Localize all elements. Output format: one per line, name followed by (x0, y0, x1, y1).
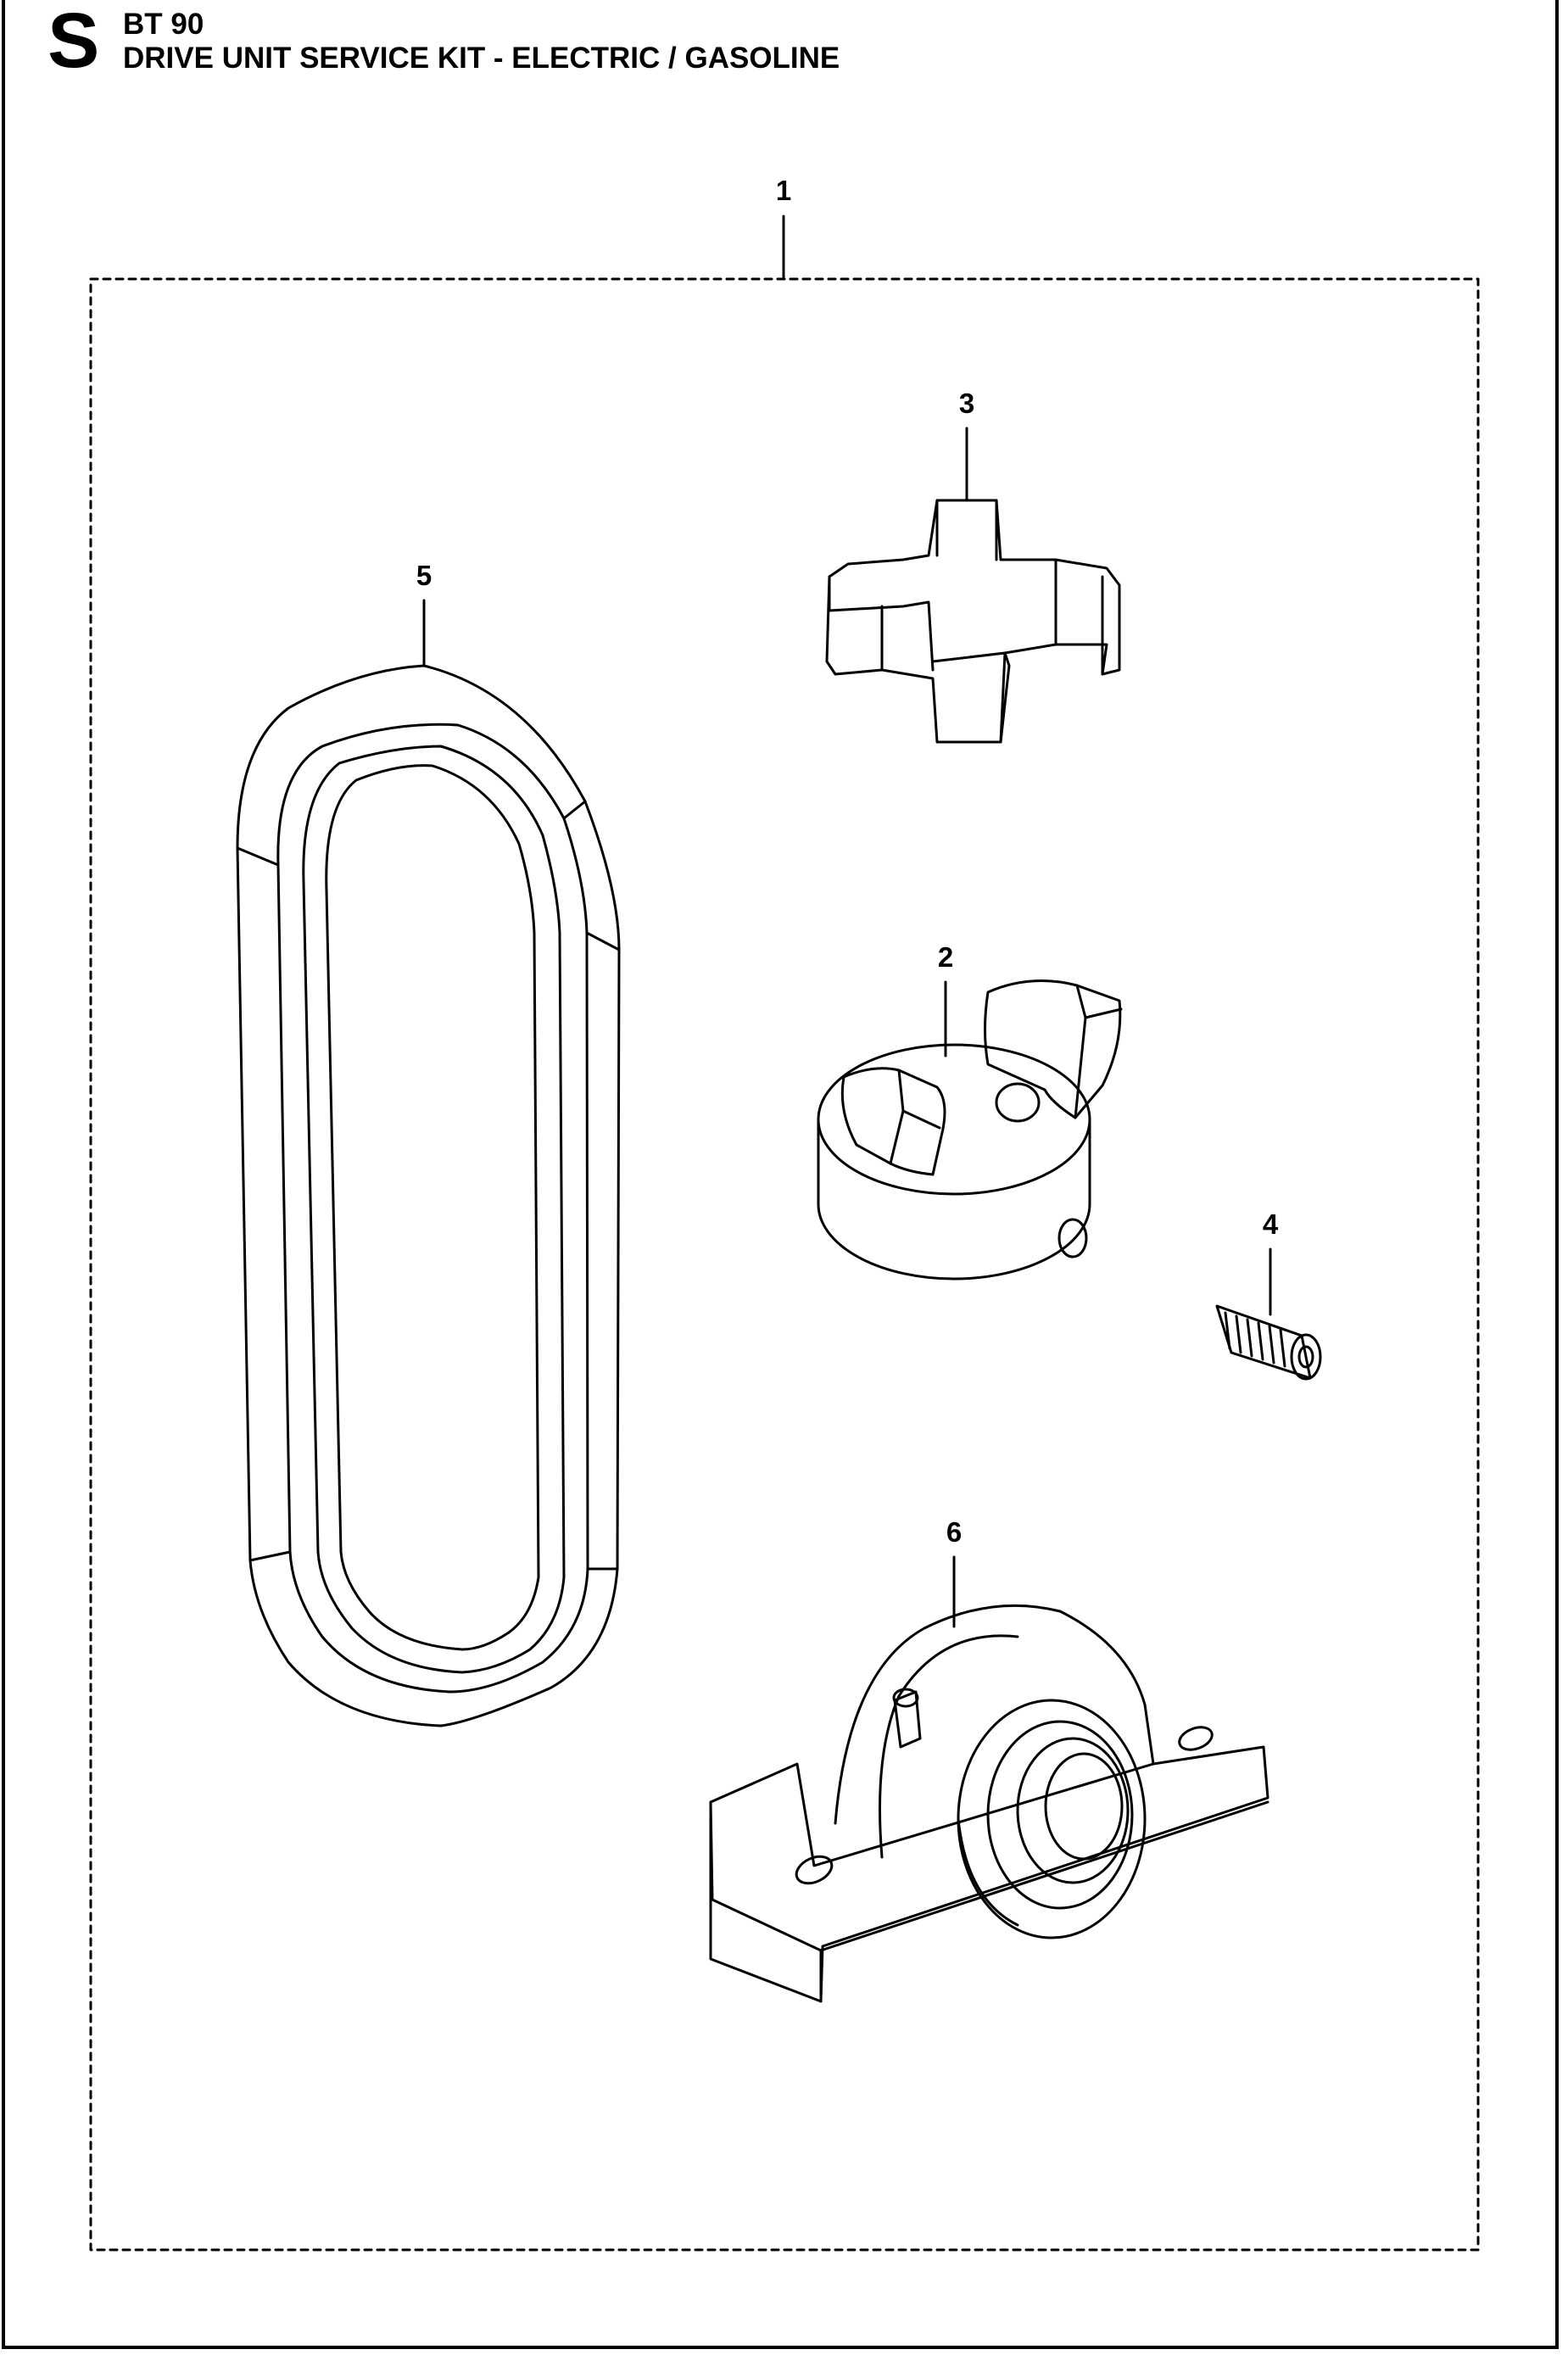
set-screw-part: 4 (1215, 1208, 1322, 1381)
callout-3-label: 3 (959, 388, 974, 419)
callout-5-label: 5 (416, 560, 432, 591)
callout-2-label: 2 (938, 941, 953, 973)
coupling-hub-part: 2 (817, 941, 1123, 1281)
pillow-block-bearing-part: 6 (709, 1516, 1269, 2003)
model-name: BT 90 (123, 8, 204, 41)
section-letter: S (47, 0, 100, 84)
spider-insert-part: 3 (825, 388, 1121, 744)
callout-6-label: 6 (946, 1516, 962, 1548)
callout-4-label: 4 (1263, 1208, 1279, 1240)
drive-belt-part: 5 (236, 560, 621, 1727)
callout-1-label: 1 (776, 175, 791, 206)
page-title: DRIVE UNIT SERVICE KIT - ELECTRIC / GASO… (123, 42, 840, 75)
callout-1: 1 (776, 175, 791, 281)
